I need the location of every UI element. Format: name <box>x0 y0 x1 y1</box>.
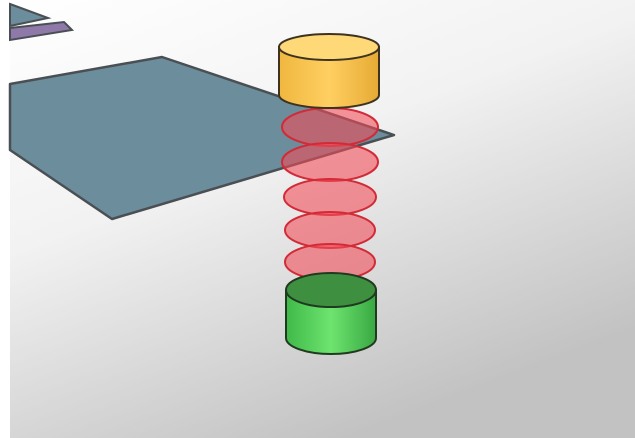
bottom-cylinder-cap[interactable] <box>285 272 377 308</box>
top-cylinder-body[interactable] <box>278 46 380 109</box>
top-cylinder-cap[interactable] <box>278 33 380 61</box>
top-cylinder[interactable] <box>278 33 380 109</box>
disc-4[interactable] <box>284 211 376 249</box>
small-panel-purple[interactable] <box>9 20 75 42</box>
bottom-cylinder[interactable] <box>285 272 377 355</box>
small-panel-top[interactable] <box>9 2 52 28</box>
left-edge-strip <box>0 0 10 438</box>
disc-3[interactable] <box>283 178 377 216</box>
large-panel[interactable] <box>8 55 396 221</box>
bottom-cylinder-body[interactable] <box>285 289 377 355</box>
disc-stack[interactable] <box>281 107 379 281</box>
small-panel-group[interactable] <box>9 2 75 42</box>
disc-2[interactable] <box>281 142 379 182</box>
disc-1[interactable] <box>281 107 379 147</box>
